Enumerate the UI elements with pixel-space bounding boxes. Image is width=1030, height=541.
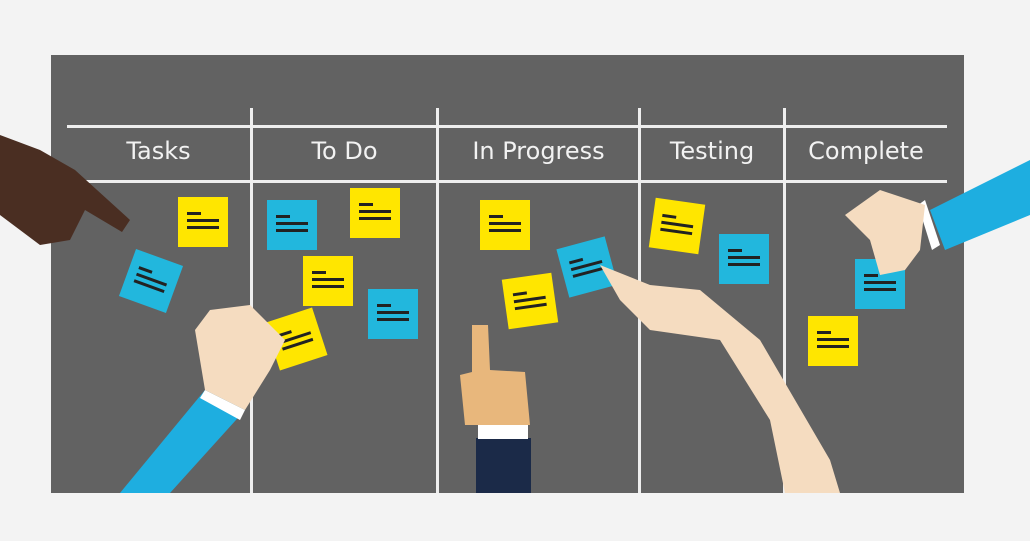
sticky-note[interactable]: [719, 234, 769, 284]
column-divider: [783, 108, 786, 493]
column-header-testing: Testing: [669, 137, 755, 165]
sticky-note[interactable]: [303, 256, 353, 306]
sticky-note[interactable]: [178, 197, 228, 247]
column-header-tasks: Tasks: [126, 137, 191, 165]
sticky-note[interactable]: [368, 289, 418, 339]
column-header-in-progress: In Progress: [472, 137, 605, 165]
sticky-note[interactable]: [267, 200, 317, 250]
dark-hand-icon: [0, 135, 130, 245]
header-bottom-line: [67, 180, 947, 183]
sticky-note[interactable]: [808, 316, 858, 366]
column-divider: [436, 108, 439, 493]
right-arm-icon: [600, 265, 840, 493]
column-divider: [250, 108, 253, 493]
left-arm-icon: [120, 305, 285, 493]
header-top-line: [67, 125, 947, 128]
sticky-note[interactable]: [480, 200, 530, 250]
top-right-hand-icon: [845, 160, 1030, 275]
column-header-todo: To Do: [311, 137, 378, 165]
sticky-note[interactable]: [350, 188, 400, 238]
column-header-complete: Complete: [808, 137, 924, 165]
center-hand-icon: [460, 325, 531, 493]
